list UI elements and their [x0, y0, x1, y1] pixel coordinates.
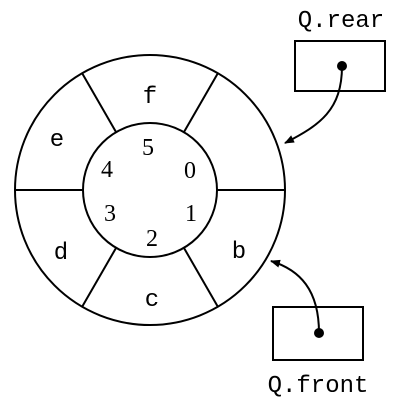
rear-pointer-label: Q.rear	[298, 8, 384, 35]
slot-index-2: 2	[146, 226, 158, 252]
spoke-top-right	[183, 72, 219, 133]
rear-pointer-arrow	[284, 65, 343, 144]
slot-index-5: 5	[142, 135, 154, 161]
spoke-bottom-left	[81, 247, 117, 308]
slot-content-3: d	[54, 240, 68, 267]
slot-index-0: 0	[184, 158, 196, 184]
front-pointer-arrow	[270, 259, 320, 334]
slot-index-1: 1	[185, 201, 197, 227]
slot-content-2: c	[145, 287, 159, 314]
spoke-top-left	[81, 72, 117, 133]
slot-content-1: b	[232, 239, 246, 266]
spoke-bottom-right	[183, 247, 219, 308]
slot-index-3: 3	[104, 201, 116, 227]
slot-index-4: 4	[101, 157, 113, 183]
rear-pointer-box	[294, 40, 386, 92]
slot-content-5: f	[143, 84, 157, 111]
front-pointer-label: Q.front	[268, 373, 369, 400]
slot-content-4: e	[50, 127, 64, 154]
front-pointer-box	[272, 306, 364, 361]
